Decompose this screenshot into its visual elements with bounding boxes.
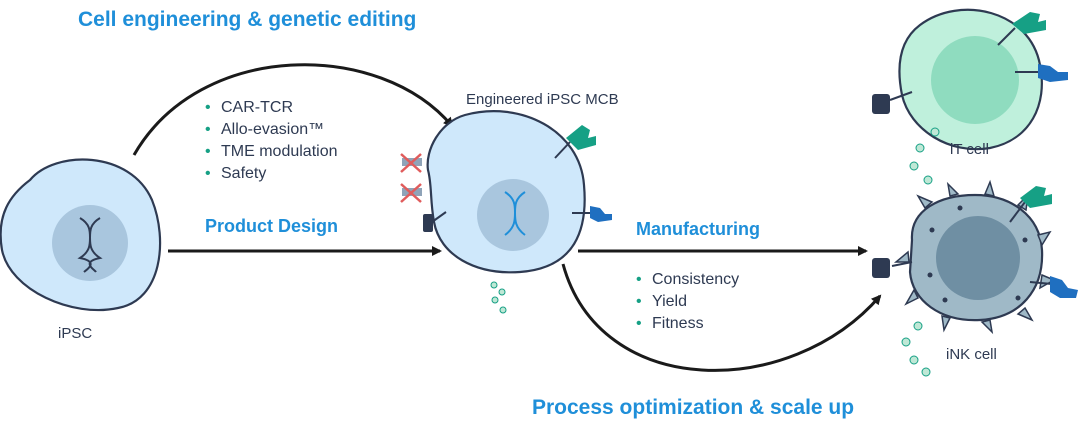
heading-cell-engineering: Cell engineering & genetic editing [78, 8, 417, 31]
design-bullet-list: •CAR-TCR •Allo-evasion™ •TME modulation … [205, 97, 338, 185]
secretion-droplet [921, 367, 931, 377]
secretion-droplet [909, 355, 919, 365]
secretion-droplet [913, 321, 923, 331]
ipsc-cell [0, 158, 162, 312]
car-receptor-icon [1009, 186, 1052, 223]
list-item: •CAR-TCR [205, 99, 293, 116]
deleted-antigen-icon [400, 153, 422, 203]
label-mcb: Engineered iPSC MCB [466, 91, 619, 108]
list-item: •Safety [205, 165, 267, 182]
list-item: •Consistency [636, 271, 740, 288]
arrow-process-curve [561, 263, 882, 372]
manufacturing-bullet-list: •Consistency •Yield •Fitness [636, 269, 739, 335]
arrow-design-curve [132, 63, 454, 156]
secretion-droplet [490, 281, 498, 289]
secretion-droplet [498, 288, 506, 296]
secretion-droplet [491, 296, 499, 304]
receptor-icon [423, 211, 447, 232]
heading-process-optimization: Process optimization & scale up [532, 396, 855, 419]
list-item: •Allo-evasion™ [205, 121, 325, 138]
list-item: •Fitness [636, 315, 704, 332]
it-cell [872, 8, 1068, 185]
ink-cell [872, 179, 1078, 377]
car-receptor-icon [997, 12, 1046, 46]
label-product-design: Product Design [205, 216, 339, 236]
mcb-cell [400, 110, 612, 314]
label-it-cell: iT cell [950, 141, 989, 158]
label-manufacturing: Manufacturing [636, 219, 760, 239]
secretion-droplet [909, 161, 919, 171]
antibody-icon [1015, 64, 1068, 82]
secretion-droplet [915, 143, 925, 153]
dna-helix-icon [504, 191, 526, 236]
label-ipsc: iPSC [58, 325, 93, 342]
dna-helix-icon [77, 217, 103, 273]
car-receptor-icon [554, 125, 596, 159]
list-item: •Yield [636, 293, 687, 310]
antibody-icon [1029, 276, 1078, 298]
secretion-droplet [499, 306, 507, 314]
antibody-icon [572, 206, 612, 222]
secretion-droplet [930, 127, 940, 137]
secretion-droplet [901, 337, 911, 347]
list-item: •TME modulation [205, 143, 338, 160]
secretion-droplet [923, 175, 933, 185]
receptor-icon [872, 91, 913, 114]
label-ink-cell: iNK cell [946, 346, 997, 363]
receptor-icon [872, 258, 913, 278]
